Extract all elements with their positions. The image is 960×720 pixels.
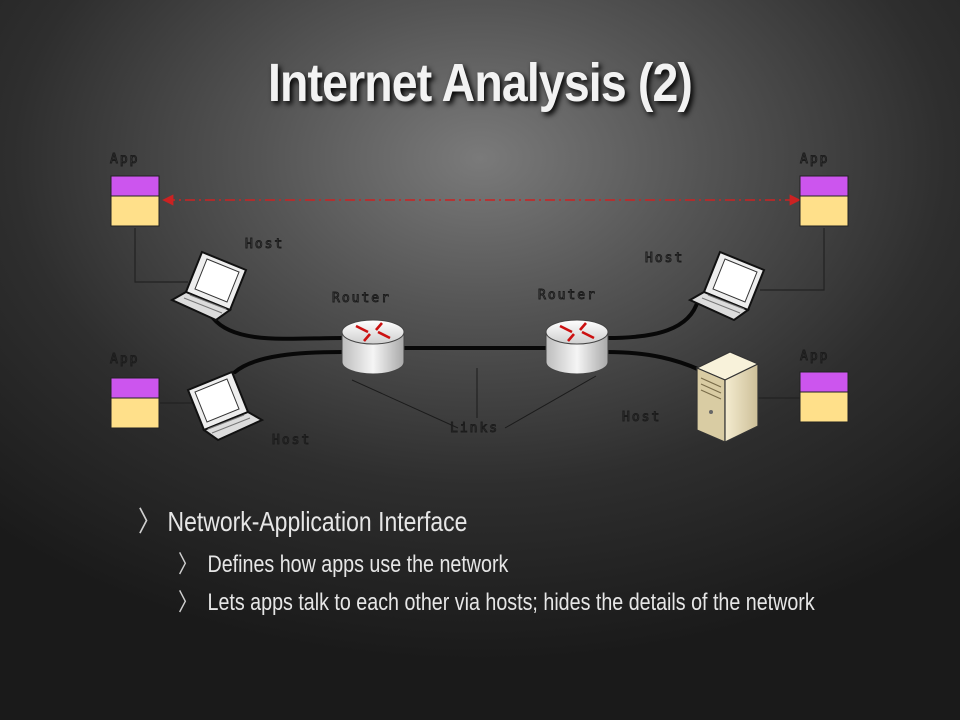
router-icon bbox=[545, 319, 609, 375]
links-callout bbox=[351, 368, 597, 429]
bullet-text: Lets apps talk to each other via hosts; … bbox=[207, 589, 815, 616]
host-label: Host bbox=[645, 251, 684, 266]
links-label: Links bbox=[450, 421, 499, 436]
app-label: App bbox=[110, 152, 139, 167]
app-label: App bbox=[800, 349, 829, 364]
bullet-text: Defines how apps use the network bbox=[207, 551, 509, 578]
host-label: Host bbox=[622, 410, 661, 425]
bullet-text: Network-Application Interface bbox=[167, 506, 468, 537]
app-box-bottom-right bbox=[799, 371, 849, 423]
app-host-connectors bbox=[134, 228, 825, 404]
host-label: Host bbox=[272, 433, 311, 448]
slide-title: Internet Analysis (2) bbox=[267, 53, 693, 113]
app-box-top-left bbox=[110, 175, 160, 227]
bullet-marker: 〉 bbox=[138, 506, 161, 537]
laptop-icon bbox=[687, 250, 766, 322]
app-box-bottom-left bbox=[110, 377, 160, 429]
router-label: Router bbox=[538, 288, 597, 303]
app-box-top-right bbox=[799, 175, 849, 227]
router-label: Router bbox=[332, 291, 391, 306]
app-label: App bbox=[800, 152, 829, 167]
laptop-icon bbox=[169, 250, 248, 322]
network-links bbox=[211, 298, 702, 374]
host-label: Host bbox=[245, 237, 284, 252]
server-icon bbox=[695, 351, 760, 443]
bullet-main: 〉Network-Application Interface bbox=[138, 500, 467, 540]
bullet-sub: 〉 Defines how apps use the network bbox=[178, 544, 508, 579]
bullet-sub: 〉 Lets apps talk to each other via hosts;… bbox=[178, 582, 815, 617]
laptop-icon bbox=[186, 370, 265, 442]
app-label: App bbox=[110, 352, 139, 367]
bullet-marker: 〉 bbox=[178, 551, 198, 578]
router-icon bbox=[341, 319, 405, 375]
bullet-marker: 〉 bbox=[178, 589, 198, 616]
